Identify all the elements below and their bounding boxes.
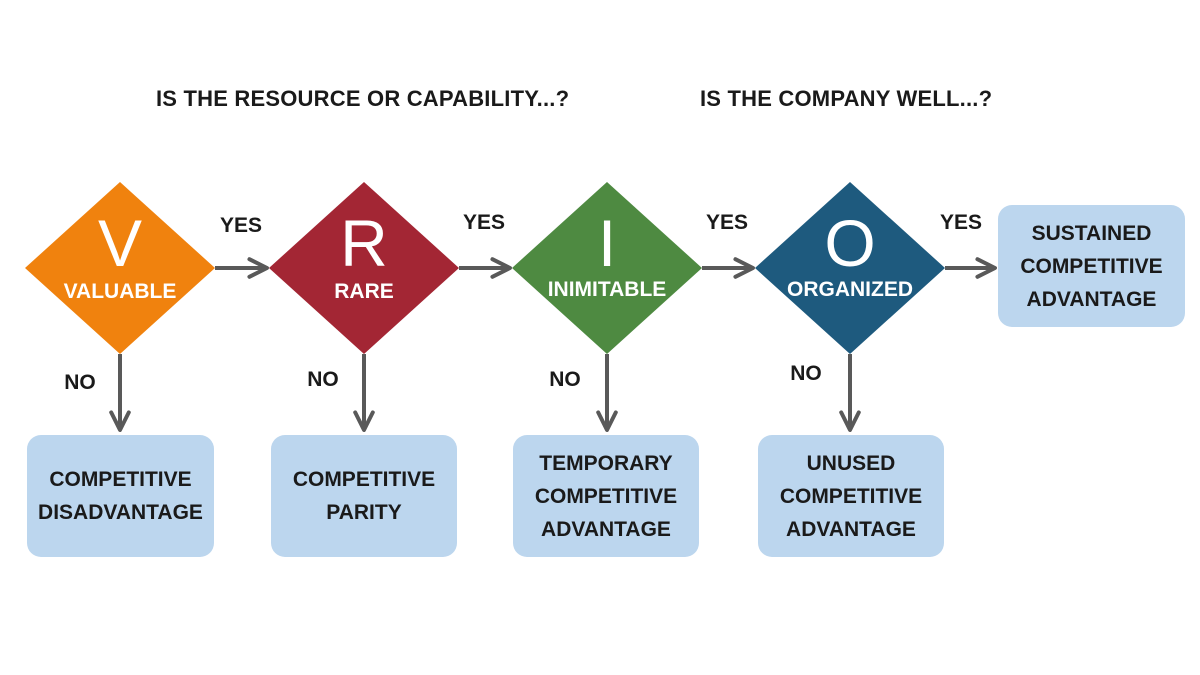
outcome-text-unused-competitive-advantage: UNUSED COMPETITIVE ADVANTAGE — [779, 451, 923, 541]
no-label-inimitable: NO — [549, 368, 581, 391]
yes-label-valuable: YES — [220, 214, 262, 237]
outcome-text-temporary-competitive-advantage: TEMPORARY COMPETITIVE ADVANTAGE — [534, 451, 678, 541]
inimitable-diamond — [512, 182, 702, 354]
outcome-box-sustained-competitive-advantage: SUSTAINED COMPETITIVE ADVANTAGE — [998, 205, 1185, 327]
no-label-rare: NO — [307, 368, 339, 391]
rare-diamond — [269, 182, 459, 354]
organized-letter: O — [824, 206, 875, 280]
outcome-text-competitive-disadvantage: COMPETITIVE DISADVANTAGE — [38, 468, 203, 524]
rare-letter: R — [340, 206, 388, 280]
resource-question-heading: IS THE RESOURCE OR CAPABILITY...? — [156, 86, 570, 111]
yes-label-organized: YES — [940, 211, 982, 234]
outcome-box-temporary-competitive-advantage: TEMPORARY COMPETITIVE ADVANTAGE — [513, 435, 699, 557]
rare-label: RARE — [334, 280, 394, 303]
organized-diamond — [755, 182, 945, 354]
outcome-text-competitive-parity: COMPETITIVE PARITY — [292, 468, 436, 524]
outcome-text-sustained-competitive-advantage: SUSTAINED COMPETITIVE ADVANTAGE — [1020, 221, 1163, 311]
inimitable-letter: I — [598, 206, 616, 280]
organized-label: ORGANIZED — [787, 278, 913, 301]
no-label-organized: NO — [790, 362, 822, 385]
outcome-box-unused-competitive-advantage: UNUSED COMPETITIVE ADVANTAGE — [758, 435, 944, 557]
yes-label-inimitable: YES — [706, 211, 748, 234]
outcome-box-competitive-parity: COMPETITIVE PARITY — [271, 435, 457, 557]
valuable-letter: V — [98, 206, 142, 280]
valuable-label: VALUABLE — [64, 280, 177, 303]
valuable-diamond — [25, 182, 215, 354]
outcome-box-competitive-disadvantage: COMPETITIVE DISADVANTAGE — [27, 435, 214, 557]
yes-label-rare: YES — [463, 211, 505, 234]
company-question-heading: IS THE COMPANY WELL...? — [700, 86, 993, 111]
inimitable-label: INIMITABLE — [548, 278, 667, 301]
no-label-valuable: NO — [64, 371, 96, 394]
